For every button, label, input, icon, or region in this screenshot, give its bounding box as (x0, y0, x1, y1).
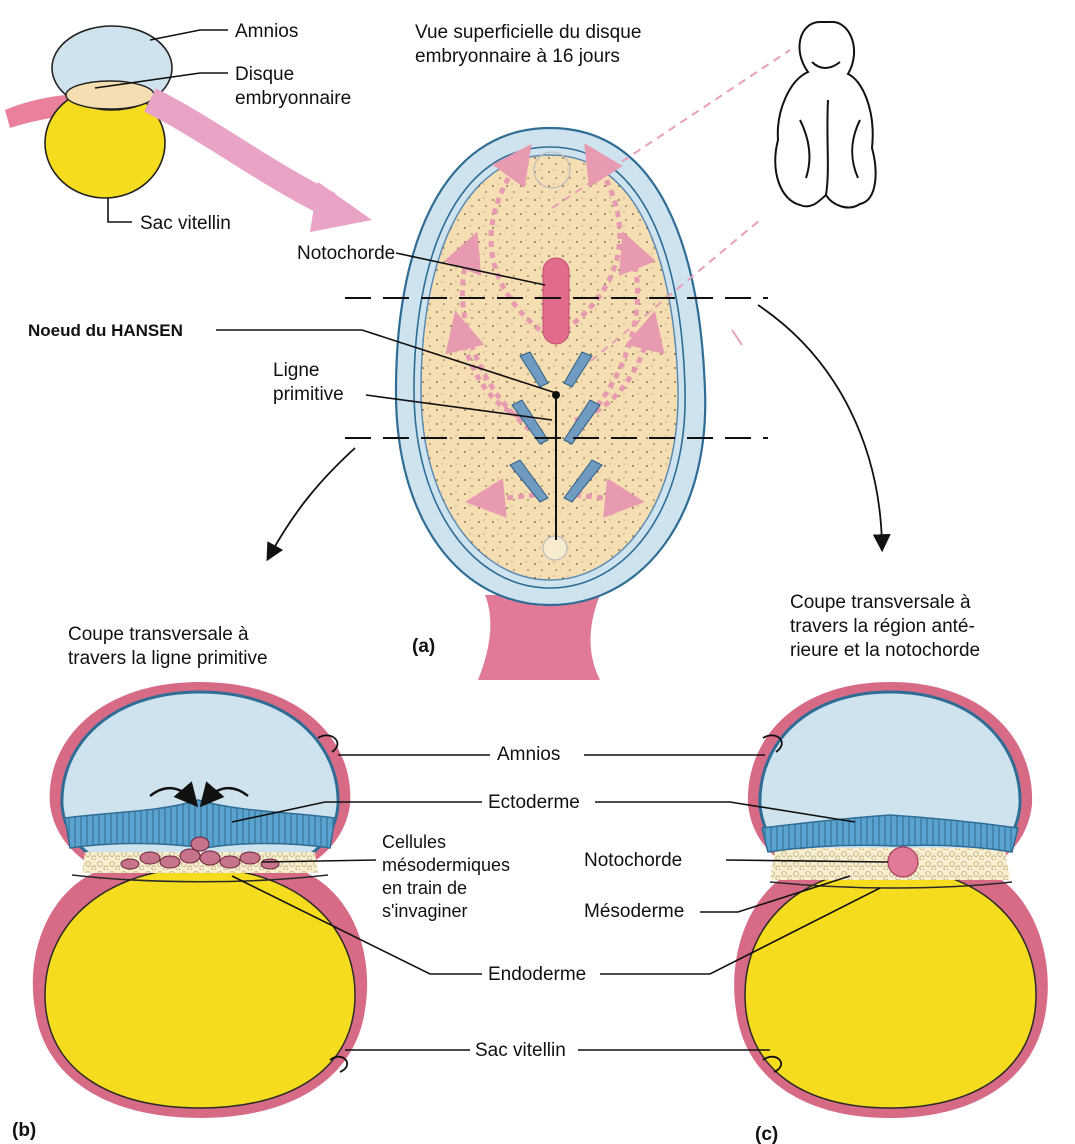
panel-c: Coupe transversale à travers la région a… (734, 592, 1048, 1144)
embryo-body (775, 22, 875, 208)
inset-disc-label-2: embryonnaire (235, 88, 351, 109)
yolk-sac-label: Sac vitellin (475, 1040, 566, 1061)
panel-b-caption-2: travers la ligne primitive (68, 648, 268, 669)
arrow-to-section-c (758, 305, 882, 545)
notochord (543, 258, 569, 344)
connecting-stalk (478, 595, 600, 680)
cells-label-2: mésodermiques (382, 855, 510, 875)
notochord-label-c: Notochorde (584, 850, 682, 871)
inset-yolk-label: Sac vitellin (140, 213, 231, 234)
inset-yolk-leader (108, 198, 132, 222)
streak-label-2: primitive (273, 384, 344, 405)
arrow-to-section-b (270, 448, 355, 555)
panel-a-title-2: embryonnaire à 16 jours (415, 46, 620, 67)
mesoderm-label: Mésoderme (584, 901, 684, 922)
streak-label-1: Ligne (273, 360, 320, 381)
inset-amnion-leader (150, 30, 228, 40)
inset-amnion-label: Amnios (235, 21, 298, 42)
notochord-label-a: Notochorde (297, 243, 395, 264)
c-yolk-sac (745, 868, 1036, 1108)
inset-disc-label-1: Disque (235, 64, 294, 85)
panel-b: Coupe transversale à travers la ligne pr… (12, 624, 367, 1141)
panel-a-title-1: Vue superficielle du disque (415, 22, 641, 43)
disc-stipple (421, 155, 678, 580)
inset-embryo: Amnios Disque embryonnaire Sac vitellin (5, 21, 372, 234)
panel-b-caption-1: Coupe transversale à (68, 624, 249, 645)
b-yolk-sac (45, 868, 355, 1108)
panel-c-caption-3: rieure et la notochorde (790, 640, 980, 661)
guide-line-upper (552, 50, 790, 208)
c-notochord (888, 847, 918, 877)
cells-label-4: s'invaginer (382, 901, 467, 921)
guide-tick (732, 330, 742, 345)
amnion-label: Amnios (497, 744, 560, 765)
inset-big-arrow (150, 100, 330, 205)
panel-a-letter: (a) (412, 636, 435, 657)
panel-c-caption-2: travers la région anté- (790, 616, 975, 637)
endoderm-label: Endoderme (488, 964, 586, 985)
embryo-sketch (775, 22, 875, 208)
panel-c-caption-1: Coupe transversale à (790, 592, 971, 613)
panel-b-letter: (b) (12, 1120, 36, 1141)
inset-big-arrowhead (310, 182, 372, 232)
hensen-label: Noeud du HANSEN (28, 321, 183, 340)
cells-label-1: Cellules (382, 832, 446, 852)
panel-c-letter: (c) (755, 1124, 778, 1144)
cells-label-3: en train de (382, 878, 467, 898)
ectoderm-label: Ectoderme (488, 792, 580, 813)
